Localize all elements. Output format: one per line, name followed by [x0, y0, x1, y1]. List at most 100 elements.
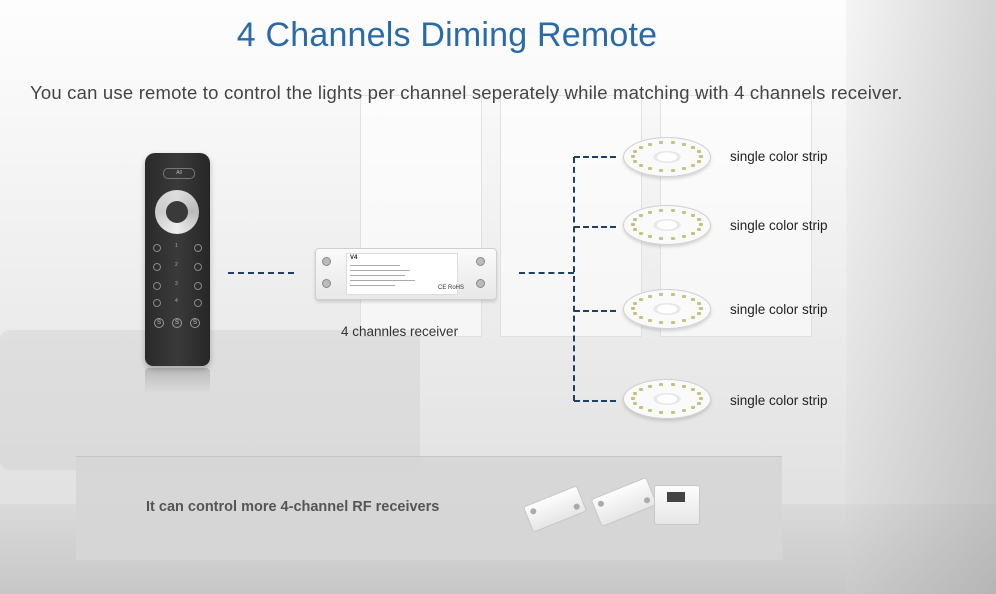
receiver-label-panel [346, 253, 458, 295]
led-chip [670, 383, 675, 387]
remote-channel-row: 2 [153, 262, 202, 271]
led-chip [638, 231, 643, 235]
led-chip [633, 302, 638, 306]
receiver-thumbnail [590, 476, 658, 528]
led-chip [696, 401, 701, 405]
led-chip [659, 236, 664, 240]
led-chip [633, 392, 638, 396]
led-chip [648, 384, 652, 388]
info-panel: It can control more 4-channel RF receive… [76, 456, 782, 560]
led-chip [691, 231, 696, 235]
remote-channel-row: 1 [153, 243, 202, 252]
connector-remote-receiver [228, 272, 294, 274]
led-chip [631, 397, 635, 400]
remote-control-image: All 1 2 3 4 S S S [145, 153, 210, 366]
led-chip [648, 210, 652, 214]
led-chip [691, 146, 696, 149]
led-chip [659, 168, 664, 172]
led-chip [638, 405, 643, 409]
remote-channel-row: 3 [153, 281, 202, 290]
led-chip [659, 383, 664, 387]
led-chip [682, 167, 686, 171]
remote-reflection [145, 368, 210, 394]
led-chip [631, 307, 635, 310]
led-chip [648, 235, 652, 239]
led-chip [633, 311, 638, 315]
led-chip [682, 142, 686, 146]
led-chip [659, 293, 664, 297]
led-chip [648, 409, 652, 413]
led-chip [696, 227, 701, 231]
remote-all-button: All [163, 168, 195, 179]
led-chip [699, 307, 703, 310]
led-strip-reel [623, 205, 711, 245]
background-sofa [0, 330, 420, 470]
led-strip-reel [623, 137, 711, 177]
led-chip [638, 146, 643, 149]
remote-scene-button: S [172, 318, 182, 328]
remote-channel-row: 4 [153, 298, 202, 307]
led-chip [699, 397, 703, 400]
led-chip [691, 315, 696, 319]
strip-label: single color strip [730, 302, 828, 317]
led-chip [696, 311, 701, 315]
remote-channel-label: 4 [175, 298, 178, 304]
led-chip [682, 409, 686, 413]
page-subtitle: You can use remote to control the lights… [30, 82, 903, 103]
led-chip [696, 159, 701, 163]
led-chip [631, 155, 635, 158]
led-chip [659, 320, 664, 324]
led-chip [682, 319, 686, 323]
receiver-ce-mark: CE RoHS [438, 285, 465, 291]
led-chip [670, 320, 675, 324]
connector-strip-1 [574, 156, 616, 158]
led-chip [633, 218, 638, 222]
page-title: 4 Channels Diming Remote [236, 16, 658, 54]
receiver-caption: 4 channles receiver [341, 324, 459, 339]
connector-strip-4 [574, 400, 616, 402]
led-chip [633, 150, 638, 154]
led-chip [633, 227, 638, 231]
led-chip [699, 155, 703, 158]
led-chip [648, 319, 652, 323]
receiver-thumbnail [522, 485, 588, 533]
led-chip [691, 298, 696, 301]
led-chip [633, 159, 638, 163]
connector-strip-2 [574, 226, 616, 228]
led-strip-reel [623, 289, 711, 329]
led-chip [670, 293, 675, 297]
led-chip [682, 235, 686, 239]
strip-label: single color strip [730, 218, 828, 233]
strip-label: single color strip [730, 149, 828, 164]
info-panel-text: It can control more 4-channel RF receive… [146, 499, 440, 515]
connector-vertical-bus [573, 157, 575, 401]
strip-label: single color strip [730, 393, 828, 408]
remote-channel-label: 3 [175, 281, 178, 287]
led-chip [648, 294, 652, 298]
connector-receiver-bus [519, 272, 574, 274]
led-chip [648, 167, 652, 171]
led-chip [691, 388, 696, 391]
led-chip [659, 209, 664, 213]
led-chip [696, 150, 701, 154]
led-chip [638, 214, 643, 217]
led-chip [638, 163, 643, 167]
remote-scene-button: S [190, 318, 200, 328]
led-chip [682, 384, 686, 388]
led-chip [682, 210, 686, 214]
remote-channel-label: 1 [175, 243, 178, 249]
background-window [360, 95, 482, 337]
din-rail-receiver-thumbnail [654, 485, 700, 525]
led-chip [638, 388, 643, 391]
led-chip [638, 298, 643, 301]
led-chip [691, 405, 696, 409]
remote-channel-label: 2 [175, 262, 178, 268]
led-chip [633, 401, 638, 405]
led-chip [691, 163, 696, 167]
remote-scene-button: S [154, 318, 164, 328]
led-chip [638, 315, 643, 319]
receiver-model: V4 [350, 255, 358, 261]
led-chip [659, 141, 664, 145]
led-chip [670, 141, 675, 145]
remote-wheel-center [166, 201, 188, 223]
